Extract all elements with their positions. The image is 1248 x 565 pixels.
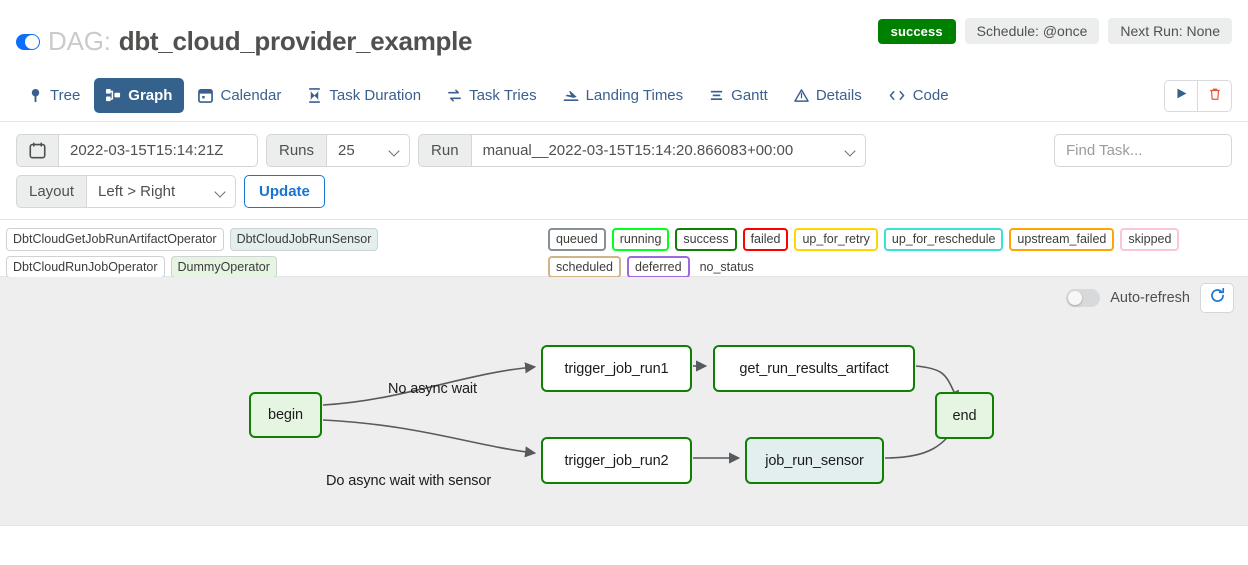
auto-refresh-label: Auto-refresh bbox=[1110, 290, 1190, 306]
tab-calendar[interactable]: Calendar bbox=[186, 78, 293, 113]
tab-label: Landing Times bbox=[585, 87, 684, 104]
filter-row-layout: Layout Left > Right Update bbox=[16, 175, 1232, 208]
layout-label: Layout bbox=[16, 175, 87, 208]
tab-label: Task Duration bbox=[329, 87, 422, 104]
edge-label: Do async wait with sensor bbox=[326, 473, 492, 489]
page-title: dbt_cloud_provider_example bbox=[118, 26, 473, 56]
state-chip[interactable]: no_status bbox=[699, 259, 754, 274]
warning-triangle-icon bbox=[794, 88, 809, 103]
state-chip[interactable]: upstream_failed bbox=[1009, 228, 1115, 251]
task-node-trigger_job_run2[interactable]: trigger_job_run2 bbox=[541, 437, 692, 484]
tab-label: Details bbox=[815, 87, 862, 104]
graph-toolbar: Auto-refresh bbox=[1066, 283, 1234, 313]
tab-code[interactable]: Code bbox=[876, 78, 961, 113]
tree-icon bbox=[28, 88, 43, 103]
dag-filter-bar: 2022-03-15T15:14:21Z Runs 25 Run manual_… bbox=[0, 122, 1248, 220]
layout-group: Layout Left > Right bbox=[16, 175, 237, 208]
task-node-begin[interactable]: begin bbox=[249, 392, 322, 438]
state-chip[interactable]: up_for_reschedule bbox=[883, 228, 1004, 251]
tab-label: Graph bbox=[128, 87, 173, 104]
operator-chip[interactable]: DbtCloudRunJobOperator bbox=[6, 255, 165, 278]
calendar-icon[interactable] bbox=[16, 134, 58, 167]
state-chip[interactable]: skipped bbox=[1120, 228, 1180, 251]
operator-chip[interactable]: DummyOperator bbox=[170, 255, 277, 278]
view-tabbar: Tree Graph Calendar Task Duration Task T… bbox=[0, 70, 1248, 122]
tab-tree[interactable]: Tree bbox=[16, 78, 92, 113]
tab-label: Gantt bbox=[731, 87, 768, 104]
dag-label: DAG: bbox=[48, 26, 111, 56]
runs-group: Runs 25 bbox=[266, 134, 411, 167]
execution-date-group: 2022-03-15T15:14:21Z bbox=[16, 134, 258, 167]
tab-landing-times[interactable]: Landing Times bbox=[551, 78, 696, 113]
hourglass-icon bbox=[307, 88, 322, 103]
schedule-badge[interactable]: Schedule: @once bbox=[964, 18, 1100, 44]
header-status-group: success Schedule: @once Next Run: None bbox=[877, 18, 1232, 44]
dag-pause-toggle[interactable] bbox=[16, 33, 40, 50]
edge-label: No async wait bbox=[388, 381, 477, 397]
run-id-select[interactable]: manual__2022-03-15T15:14:20.866083+00:00 bbox=[470, 134, 866, 167]
code-icon bbox=[888, 88, 906, 103]
tab-task-tries[interactable]: Task Tries bbox=[435, 78, 549, 113]
run-label: Run bbox=[418, 134, 471, 167]
task-node-get_run_results_artifact[interactable]: get_run_results_artifact bbox=[713, 345, 915, 392]
update-button[interactable]: Update bbox=[244, 175, 325, 208]
status-badge: success bbox=[877, 18, 956, 44]
gantt-icon bbox=[709, 88, 724, 103]
state-chip[interactable]: scheduled bbox=[548, 255, 621, 278]
tab-task-duration[interactable]: Task Duration bbox=[295, 78, 433, 113]
state-chip[interactable]: success bbox=[675, 228, 737, 251]
operator-chip[interactable]: DbtCloudGetJobRunArtifactOperator bbox=[6, 228, 224, 251]
retry-icon bbox=[447, 88, 462, 103]
dag-graph-panel: Auto-refresh begin trigger_job_run1 get_ru… bbox=[0, 277, 1248, 526]
execution-date-input[interactable]: 2022-03-15T15:14:21Z bbox=[58, 134, 258, 167]
play-icon bbox=[1175, 87, 1188, 105]
state-chip[interactable]: running bbox=[611, 228, 670, 251]
tab-label: Tree bbox=[50, 87, 81, 104]
graph-icon bbox=[106, 88, 121, 103]
refresh-button[interactable] bbox=[1200, 283, 1234, 313]
trash-icon bbox=[1208, 87, 1222, 106]
next-run-badge[interactable]: Next Run: None bbox=[1108, 18, 1232, 44]
tab-gantt[interactable]: Gantt bbox=[697, 78, 780, 113]
layout-select[interactable]: Left > Right bbox=[86, 175, 237, 208]
refresh-icon bbox=[1209, 287, 1226, 309]
task-node-end[interactable]: end bbox=[935, 392, 994, 439]
run-group: Run manual__2022-03-15T15:14:20.866083+0… bbox=[418, 134, 866, 167]
tab-label: Calendar bbox=[220, 87, 282, 104]
operator-chip[interactable]: DbtCloudJobRunSensor bbox=[229, 228, 379, 251]
trigger-dag-button[interactable] bbox=[1164, 80, 1198, 112]
state-chip[interactable]: queued bbox=[548, 228, 606, 251]
filter-row-primary: 2022-03-15T15:14:21Z Runs 25 Run manual_… bbox=[16, 134, 1232, 167]
calendar-icon bbox=[198, 88, 214, 103]
find-task-input[interactable]: Find Task... bbox=[1054, 134, 1232, 167]
state-chip[interactable]: deferred bbox=[627, 255, 690, 278]
runs-count-select[interactable]: 25 bbox=[326, 134, 411, 167]
delete-dag-button[interactable] bbox=[1198, 80, 1232, 112]
graph-edges bbox=[322, 360, 960, 464]
tab-label: Code bbox=[912, 87, 949, 104]
task-node-trigger_job_run1[interactable]: trigger_job_run1 bbox=[541, 345, 692, 392]
runs-label: Runs bbox=[266, 134, 327, 167]
tab-label: Task Tries bbox=[469, 87, 537, 104]
task-node-job_run_sensor[interactable]: job_run_sensor bbox=[745, 437, 884, 484]
tab-graph[interactable]: Graph bbox=[94, 78, 185, 113]
page-header: DAG: dbt_cloud_provider_example success … bbox=[0, 0, 1248, 70]
state-chip[interactable]: up_for_retry bbox=[794, 228, 878, 251]
dag-action-buttons bbox=[1164, 80, 1232, 112]
state-chip[interactable]: failed bbox=[742, 228, 789, 251]
dag-title-row: DAG: dbt_cloud_provider_example bbox=[16, 0, 1232, 57]
landing-icon bbox=[563, 88, 579, 103]
auto-refresh-toggle[interactable] bbox=[1066, 289, 1101, 307]
tab-details[interactable]: Details bbox=[782, 78, 874, 113]
